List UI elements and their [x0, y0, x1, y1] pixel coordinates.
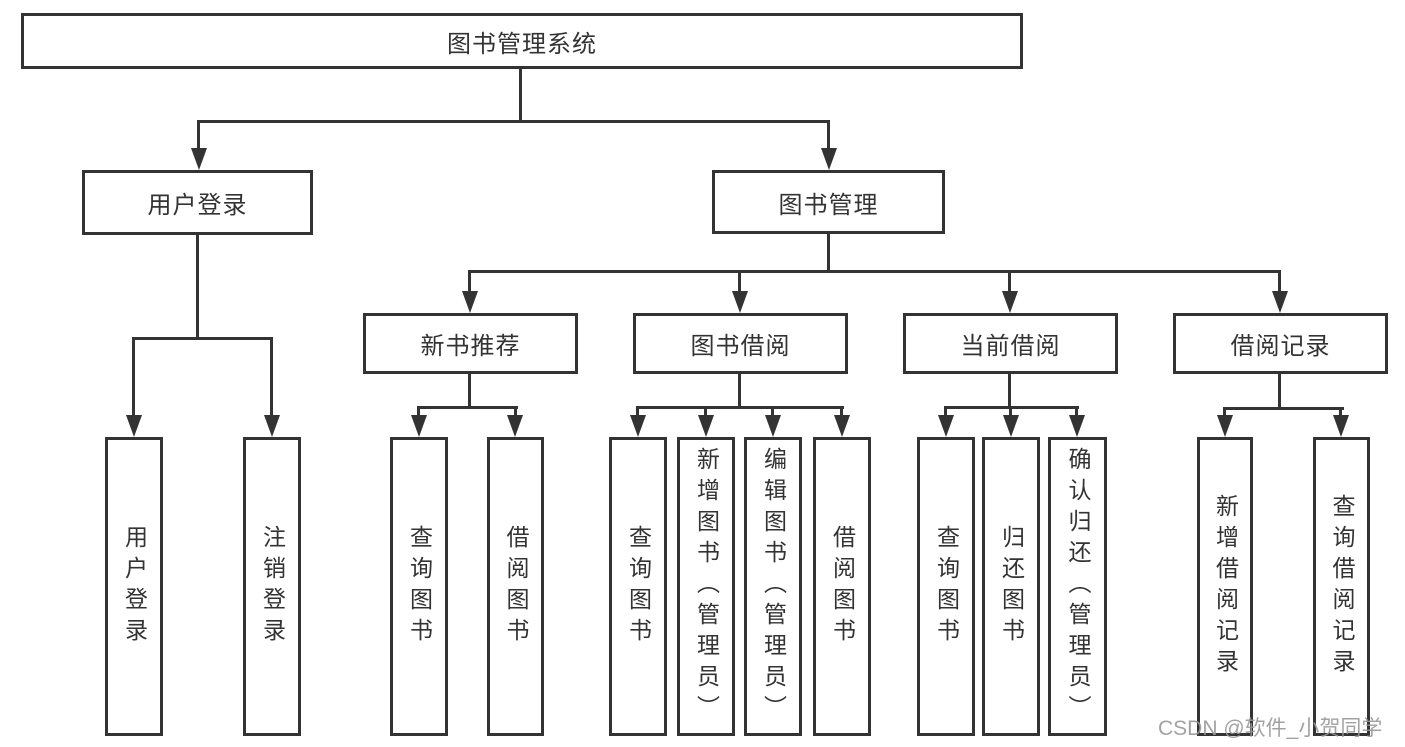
connector-borrowing-drop-4	[840, 406, 843, 419]
connector-bookmgmt-drop-2	[738, 270, 741, 294]
arrowhead-down-icon	[630, 415, 646, 437]
arrowhead-down-icon	[1333, 415, 1349, 437]
arrowhead-down-icon	[765, 415, 781, 437]
node-borrowing-records: 借阅记录	[1173, 313, 1388, 374]
node-label: 当前借阅	[960, 333, 1061, 360]
leaf-cb-query-books: 查询图书	[917, 437, 975, 736]
connector-root-hline	[197, 120, 830, 123]
arrowhead-down-icon	[698, 415, 714, 437]
connector-records-drop-2	[1339, 407, 1342, 419]
leaf-bb-edit-books-admin: 编辑图书（管理员）	[744, 437, 802, 736]
connector-newbook-drop-1	[417, 406, 420, 419]
node-label: 编辑图书（管理员）	[760, 447, 787, 726]
leaf-br-query-record: 查询借阅记录	[1313, 437, 1370, 736]
connector-userlogin-drop-1	[132, 337, 135, 419]
node-label: 图书管理	[778, 191, 879, 219]
connector-root-drop-right	[827, 120, 830, 152]
arrowhead-down-icon	[411, 415, 427, 437]
connector-bookmgmt-drop-3	[1008, 270, 1011, 294]
connector-records-hline	[1223, 407, 1344, 410]
connector-newbook-hline	[417, 406, 518, 409]
connector-userlogin-drop-2	[270, 337, 273, 419]
connector-bookmgmt-hline	[468, 270, 1281, 273]
leaf-user-login: 用户登录	[105, 437, 163, 736]
node-label: 归还图书	[998, 524, 1025, 649]
connector-borrowing-hline	[636, 406, 844, 409]
leaf-br-add-record: 新增借阅记录	[1197, 437, 1253, 736]
connector-bookmgmt-stem	[827, 233, 830, 272]
connector-root-drop-left	[197, 120, 200, 152]
leaf-nb-query-books: 查询图书	[390, 437, 448, 736]
connector-borrowing-drop-2	[704, 406, 707, 419]
node-book-management-system: 图书管理系统	[21, 13, 1023, 69]
arrowhead-down-icon	[1069, 415, 1085, 437]
connector-records-drop-1	[1223, 407, 1226, 419]
connector-newbook-stem	[468, 374, 471, 408]
arrowhead-down-icon	[1217, 415, 1233, 437]
node-label: 图书借阅	[690, 333, 791, 360]
arrowhead-down-icon	[834, 415, 850, 437]
connector-current-drop-2	[1009, 406, 1012, 419]
node-label: 新增图书（管理员）	[693, 447, 720, 726]
connector-bookmgmt-drop-4	[1278, 270, 1281, 294]
node-new-book-recommendation: 新书推荐	[363, 313, 578, 374]
connector-current-drop-3	[1075, 406, 1078, 419]
connector-userlogin-hline	[132, 337, 273, 340]
csdn-watermark: CSDN @软件_小贺同学	[1158, 717, 1383, 740]
connector-current-drop-1	[944, 406, 947, 419]
node-label: 查询图书	[406, 524, 433, 649]
arrowhead-down-icon	[507, 415, 523, 437]
node-label: 查询图书	[933, 524, 960, 649]
arrowhead-down-icon	[1272, 291, 1288, 313]
arrowhead-down-icon	[264, 415, 280, 437]
connector-borrowing-stem	[738, 374, 741, 408]
node-label: 借阅图书	[829, 524, 856, 649]
arrowhead-down-icon	[732, 291, 748, 313]
arrowhead-down-icon	[1003, 415, 1019, 437]
arrowhead-down-icon	[1002, 291, 1018, 313]
arrowhead-down-icon	[191, 148, 207, 170]
leaf-bb-add-books-admin: 新增图书（管理员）	[677, 437, 735, 736]
node-label: 确认归还（管理员）	[1065, 447, 1091, 726]
leaf-cb-confirm-return-admin: 确认归还（管理员）	[1048, 437, 1107, 736]
node-label: 查询借阅记录	[1329, 493, 1355, 680]
arrowhead-down-icon	[126, 415, 142, 437]
node-label: 图书管理系统	[447, 30, 597, 58]
node-label: 用户登录	[147, 192, 248, 219]
connector-borrowing-drop-1	[636, 406, 639, 419]
leaf-bb-query-books: 查询图书	[609, 437, 667, 736]
node-label: 借阅记录	[1230, 333, 1331, 360]
node-user-login: 用户登录	[82, 170, 313, 235]
connector-records-stem	[1278, 374, 1281, 410]
leaf-bb-borrow-books: 借阅图书	[813, 437, 871, 736]
connector-root-stem	[519, 69, 522, 122]
leaf-nb-borrow-books: 借阅图书	[487, 437, 544, 736]
connector-current-stem	[1008, 374, 1011, 408]
connector-userlogin-stem	[196, 235, 199, 339]
node-label: 新增借阅记录	[1212, 493, 1239, 680]
node-current-borrowing: 当前借阅	[903, 313, 1118, 374]
connector-borrowing-drop-3	[771, 406, 774, 419]
node-label: 借阅图书	[503, 524, 529, 649]
node-label: 注销登录	[259, 524, 286, 649]
connector-newbook-drop-2	[514, 406, 517, 419]
leaf-logout: 注销登录	[243, 437, 301, 736]
connector-bookmgmt-drop-1	[468, 270, 471, 294]
arrowhead-down-icon	[821, 148, 837, 170]
node-label: 新书推荐	[420, 333, 521, 360]
node-book-borrowing: 图书借阅	[633, 313, 848, 374]
arrowhead-down-icon	[462, 291, 478, 313]
arrowhead-down-icon	[938, 415, 954, 437]
node-label: 用户登录	[121, 524, 148, 649]
node-label: 查询图书	[625, 524, 652, 649]
node-book-management: 图书管理	[712, 170, 945, 234]
leaf-cb-return-books: 归还图书	[982, 437, 1040, 736]
